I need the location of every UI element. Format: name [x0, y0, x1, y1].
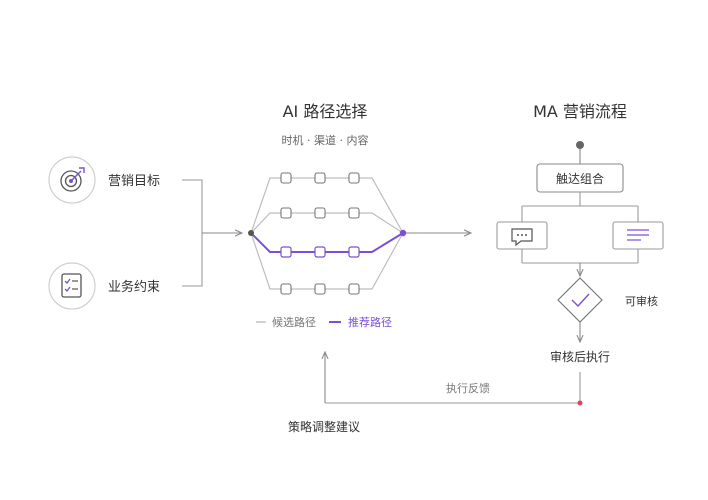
ma-section-title: MA 营销流程 [533, 102, 627, 121]
ma-start-dot [576, 141, 584, 149]
goal-node [48, 156, 96, 204]
chat-channel-box [496, 221, 548, 250]
constraint-node [48, 262, 96, 310]
document-lines-icon [627, 229, 649, 241]
chat-bubble-icon [511, 228, 533, 247]
path-step-nodes [280, 172, 360, 295]
path-legend: 候选路径 推荐路径 [256, 315, 392, 329]
exec-feedback-label: 执行反馈 [446, 381, 490, 395]
ai-section-title: AI 路径选择 [283, 102, 368, 121]
review-label: 可审核 [625, 294, 658, 308]
execute-after-review-label: 审核后执行 [550, 349, 610, 364]
document-channel-box [612, 221, 664, 250]
recommended-path [250, 232, 404, 253]
feedback-loop [325, 352, 583, 406]
touch-combo-label: 触达组合 [556, 171, 604, 186]
candidate-paths [250, 177, 404, 290]
path-end-dot [399, 229, 407, 237]
review-diamond [557, 277, 603, 323]
ai-section-subtitle: 时机 · 渠道 · 内容 [282, 133, 369, 147]
path-start-dot [248, 230, 254, 236]
check-diamond-icon [571, 293, 590, 308]
feedback-origin-dot [577, 400, 583, 406]
legend-candidate-label: 候选路径 [272, 315, 316, 329]
checklist-icon [61, 273, 82, 298]
strategy-advice-label: 策略调整建议 [288, 419, 360, 434]
target-icon [60, 167, 85, 192]
goal-label: 营销目标 [108, 174, 160, 189]
constraint-label: 业务约束 [108, 279, 160, 295]
input-merge-connector [182, 179, 242, 287]
legend-recommended-label: 推荐路径 [348, 315, 392, 329]
